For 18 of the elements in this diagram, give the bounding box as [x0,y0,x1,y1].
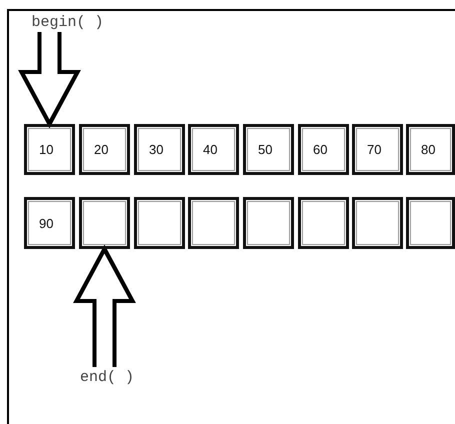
array-cell [298,197,349,249]
array-cell: 40 [188,124,239,175]
array-cell [134,197,185,249]
array-cell: 60 [298,124,349,175]
array-cell: 80 [406,124,455,175]
array-cell [406,197,455,249]
array-cell: 90 [24,197,75,249]
array-cell [352,197,403,249]
array-cell [188,197,239,249]
function-label: end( ) [71,367,143,387]
array-cell: 30 [134,124,185,175]
array-cell: 20 [79,124,130,175]
array-cell: 10 [24,124,75,175]
array-cell [79,197,130,249]
array-cell: 50 [243,124,294,175]
array-cell [243,197,294,249]
function-label: begin( ) [20,12,115,32]
array-cell: 70 [352,124,403,175]
